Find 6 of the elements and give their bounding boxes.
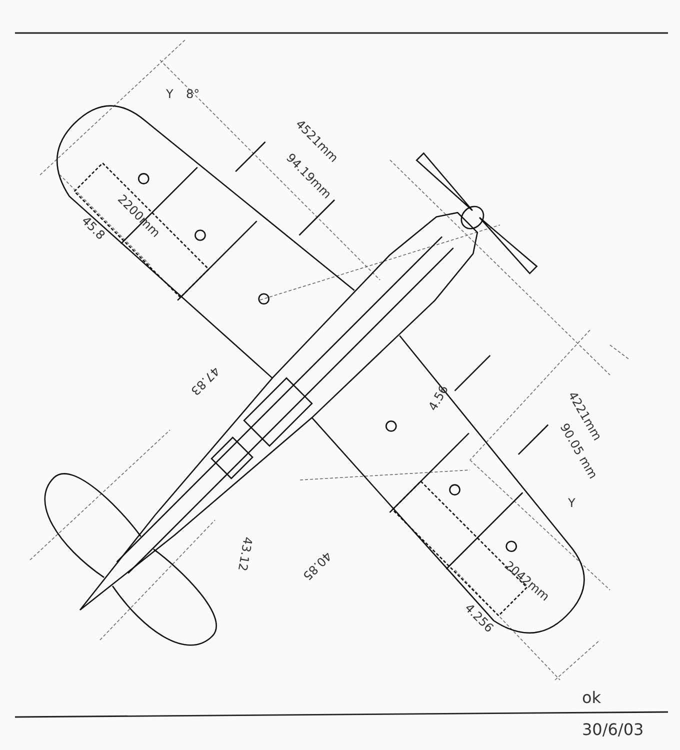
dimension-label: Y xyxy=(568,497,576,509)
dimension-label: 8° xyxy=(186,88,200,100)
dimension-label: Y xyxy=(166,88,174,100)
dimension-label: 43.12 xyxy=(236,536,254,572)
handwritten-note: 30/6/03 xyxy=(582,722,644,738)
handwritten-note: ok xyxy=(582,690,602,706)
